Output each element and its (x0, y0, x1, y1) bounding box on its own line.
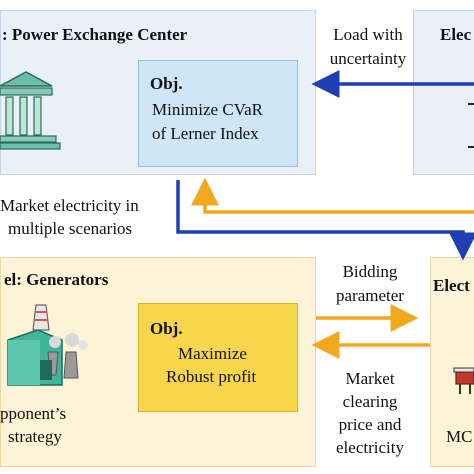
opponent-strategy-line1: pponent’s (0, 404, 67, 423)
upper-objective-line2: of Lerner Index (152, 124, 259, 143)
lower-panel-title: el: Generators (4, 270, 109, 289)
market-electricity-arrow (176, 180, 474, 261)
clearing-label-line1: Market (345, 369, 395, 388)
load-label-line1: Load with (333, 25, 403, 44)
right-upper-panel-title: Elec (440, 25, 472, 44)
bidding-label-line1: Bidding (342, 262, 398, 281)
market-electricity-line1: Market electricity in (0, 196, 139, 215)
bidding-label-line2: parameter (336, 286, 404, 305)
upper-panel-title: : Power Exchange Center (2, 25, 188, 44)
clearing-label-line2: clearing (342, 392, 398, 411)
market-electricity-line2: multiple scenarios (8, 219, 133, 238)
feedback-arrow (191, 177, 474, 214)
bank-building-icon (0, 71, 61, 150)
lower-objective-line1: Maximize (178, 344, 247, 363)
lower-objective-label: Obj. (150, 319, 183, 338)
upper-objective-line1: Minimize CVaR (152, 100, 263, 119)
clearing-label-line4: electricity (336, 438, 404, 457)
upper-objective-box (138, 60, 298, 167)
clearing-label-line3: price and (338, 415, 402, 434)
right-lower-caption: MC (446, 427, 473, 446)
substation-icon (453, 367, 474, 394)
load-label-line2: uncertainty (329, 49, 407, 68)
upper-objective-label: Obj. (150, 74, 183, 93)
power-plant-icon (7, 304, 88, 386)
right-lower-panel (430, 257, 474, 467)
lower-objective-box (138, 303, 298, 412)
right-lower-panel-title: Elect (433, 276, 470, 295)
lower-objective-line2: Robust profit (166, 367, 257, 386)
opponent-strategy-line2: strategy (8, 427, 62, 446)
right-upper-panel (413, 10, 474, 175)
